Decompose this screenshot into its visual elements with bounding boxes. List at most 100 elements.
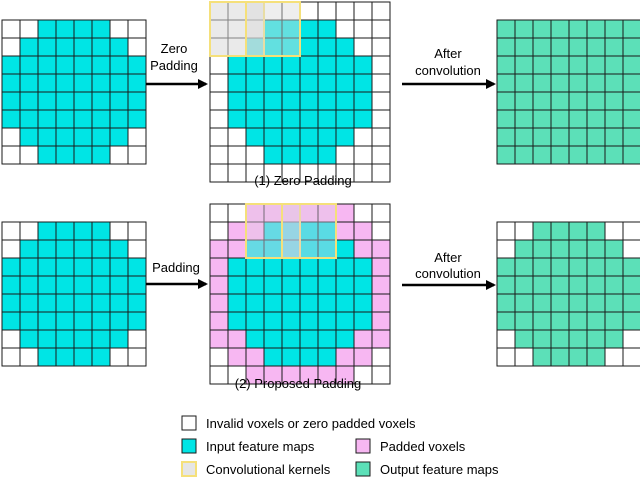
grid-cell: [1, 239, 21, 259]
grid-cell: [37, 19, 57, 39]
grid-cell: [73, 55, 93, 75]
grid-cell: [604, 275, 624, 295]
arrow3-label: Padding: [152, 260, 200, 275]
grid-cell: [586, 329, 606, 349]
grid-cell: [335, 239, 355, 259]
grid-cell: [586, 311, 606, 331]
legend-swatch-kernel: [181, 461, 197, 477]
grid-cell: [299, 91, 319, 111]
grid-cell: [586, 347, 606, 367]
grid-cell: [281, 127, 301, 147]
grid-cell: [1, 55, 21, 75]
grid-cell: [317, 37, 337, 57]
grid-cell: [109, 347, 129, 367]
grid-cell: [55, 73, 75, 93]
grid-cell: [209, 239, 229, 259]
grid-cell: [353, 109, 373, 129]
grid-cell: [550, 347, 570, 367]
grid-cell: [317, 1, 337, 21]
grid-cell: [19, 311, 39, 331]
grid-cell: [604, 257, 624, 277]
grid-cell: [317, 127, 337, 147]
grid-cell: [568, 347, 588, 367]
grid-cell: [604, 239, 624, 259]
grid-cell: [532, 293, 552, 313]
grid-cell: [604, 37, 624, 57]
grid-cell: [353, 275, 373, 295]
grid-cell: [1, 37, 21, 57]
grid-cell: [299, 1, 319, 21]
grid-cell: [550, 275, 570, 295]
grid-cell: [109, 37, 129, 57]
grid-cell: [604, 55, 624, 75]
grid-cell: [127, 239, 147, 259]
grid-cell: [109, 329, 129, 349]
grid-cell: [91, 19, 111, 39]
grid-cell: [299, 73, 319, 93]
grid-cell: [604, 73, 624, 93]
grid-cell: [335, 329, 355, 349]
grid-cell: [55, 275, 75, 295]
grid-cell: [91, 275, 111, 295]
grid-cell: [227, 221, 247, 241]
grid-cell: [263, 257, 283, 277]
grid-cell: [127, 73, 147, 93]
grid-cell: [19, 239, 39, 259]
grid-cell: [19, 55, 39, 75]
grid-cell: [317, 145, 337, 165]
grid-cell: [127, 109, 147, 129]
grid-cell: [371, 1, 391, 21]
grid-cell: [622, 311, 640, 331]
grid-cell: [371, 203, 391, 223]
grid-cell: [55, 221, 75, 241]
arrow1-label-line2: Padding: [150, 58, 198, 73]
grid-cell: [245, 73, 265, 93]
grid-cell: [496, 55, 516, 75]
convolutional-kernel: [245, 1, 301, 57]
grid-cell: [317, 91, 337, 111]
grid-cell: [55, 145, 75, 165]
grid-cell: [37, 109, 57, 129]
grid-cell: [227, 109, 247, 129]
grid-cell: [353, 329, 373, 349]
grid-cell: [317, 329, 337, 349]
grid-cell: [209, 73, 229, 93]
grid-cell: [335, 91, 355, 111]
grid-cell: [263, 73, 283, 93]
grid-cell: [281, 91, 301, 111]
legend-swatch-padded: [355, 438, 371, 454]
grid-cell: [568, 311, 588, 331]
grid-cell: [550, 239, 570, 259]
grid-cell: [586, 221, 606, 241]
grid-cell: [532, 73, 552, 93]
grid-cell: [209, 347, 229, 367]
grid-cell: [532, 311, 552, 331]
grid-cell: [109, 311, 129, 331]
grid-cell: [371, 55, 391, 75]
grid-cell: [568, 37, 588, 57]
input-feature-map-grid-2: [1, 221, 147, 367]
grid-cell: [604, 221, 624, 241]
grid-cell: [496, 329, 516, 349]
grid-cell: [622, 347, 640, 367]
grid-cell: [604, 19, 624, 39]
grid-cell: [227, 239, 247, 259]
grid-cell: [37, 221, 57, 241]
grid-cell: [55, 239, 75, 259]
grid-cell: [263, 145, 283, 165]
grid-cell: [55, 347, 75, 367]
grid-cell: [73, 91, 93, 111]
grid-cell: [371, 127, 391, 147]
grid-cell: [550, 257, 570, 277]
grid-cell: [622, 91, 640, 111]
grid-cell: [371, 163, 391, 183]
grid-cell: [209, 293, 229, 313]
grid-cell: [263, 311, 283, 331]
grid-cell: [209, 145, 229, 165]
grid-cell: [568, 275, 588, 295]
grid-cell: [127, 257, 147, 277]
grid-cell: [353, 91, 373, 111]
grid-cell: [371, 19, 391, 39]
grid-cell: [245, 275, 265, 295]
grid-cell: [532, 91, 552, 111]
